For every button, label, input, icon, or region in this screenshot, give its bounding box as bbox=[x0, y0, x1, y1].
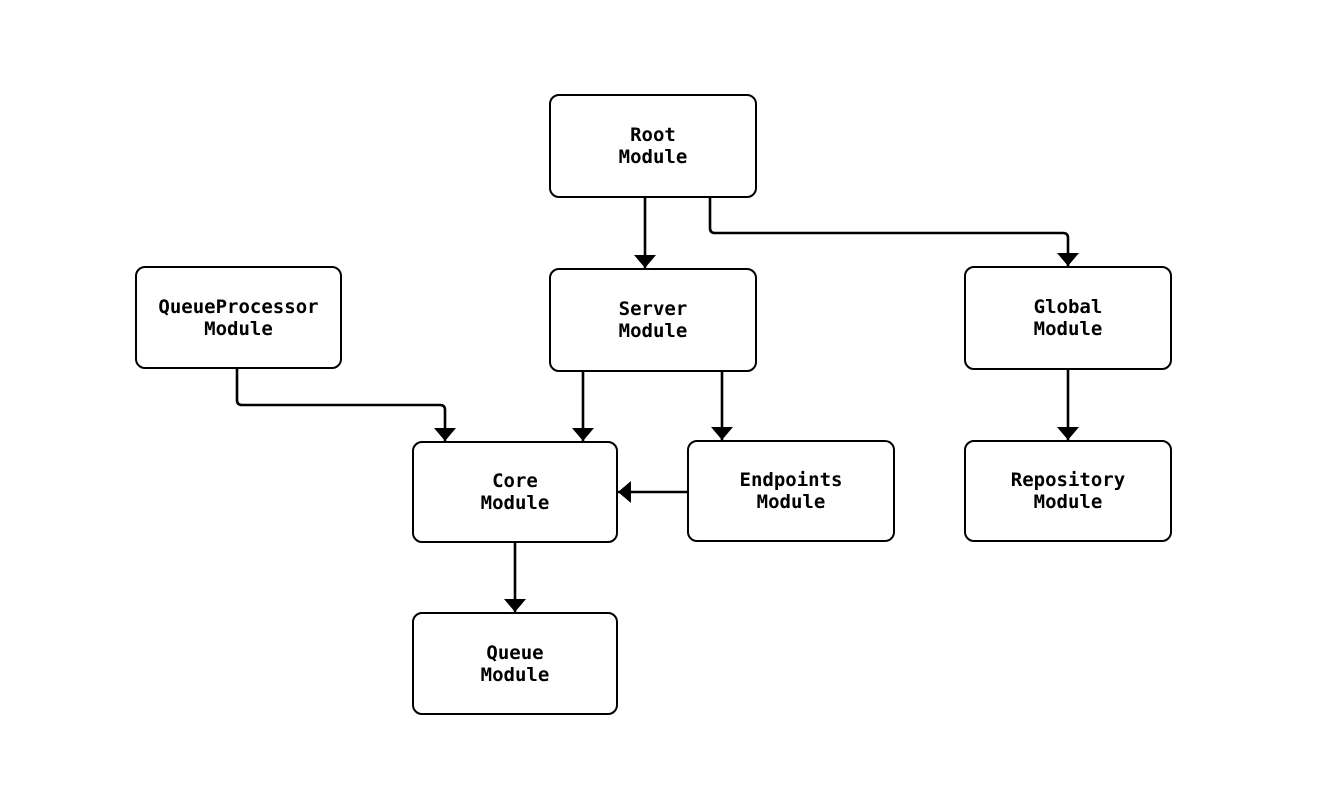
node-root-module: Root Module bbox=[549, 94, 757, 198]
node-queueprocessor-module-label-line2: Module bbox=[204, 317, 273, 340]
node-queueprocessor-module-label-line1: QueueProcessor bbox=[158, 295, 319, 318]
node-server-module-label-line2: Module bbox=[618, 320, 688, 342]
node-core-module: Core Module bbox=[412, 441, 618, 543]
node-repository-module-label-line2: Module bbox=[1033, 491, 1103, 513]
node-queue-module-label-line1: Queue bbox=[486, 641, 544, 664]
node-core-module-label-line1: Core bbox=[492, 470, 538, 492]
node-global-module-label-line2: Module bbox=[1033, 318, 1103, 340]
node-repository-module-label-line1: Repository bbox=[1010, 469, 1126, 491]
node-endpoints-module-label-line1: Endpoints bbox=[739, 469, 843, 491]
node-root-module-label-line1: Root bbox=[630, 124, 676, 146]
node-global-module-label-line1: Global bbox=[1033, 296, 1103, 318]
node-endpoints-module-label-line2: Module bbox=[756, 491, 826, 513]
node-queue-module: Queue Module bbox=[412, 612, 618, 715]
node-server-module: Server Module bbox=[549, 268, 757, 372]
node-repository-module: Repository Module bbox=[964, 440, 1172, 542]
edge-queueprocessor-to-core bbox=[235, 369, 456, 441]
node-core-module-label-line2: Module bbox=[480, 492, 550, 514]
node-server-module-label-line1: Server bbox=[618, 298, 688, 320]
node-queueprocessor-module: QueueProcessor Module bbox=[135, 266, 342, 369]
node-root-module-label-line2: Module bbox=[618, 146, 688, 168]
node-global-module: Global Module bbox=[964, 266, 1172, 370]
edge-root-to-global bbox=[708, 198, 1079, 266]
node-queue-module-label-line2: Module bbox=[480, 663, 550, 686]
node-endpoints-module: Endpoints Module bbox=[687, 440, 895, 542]
